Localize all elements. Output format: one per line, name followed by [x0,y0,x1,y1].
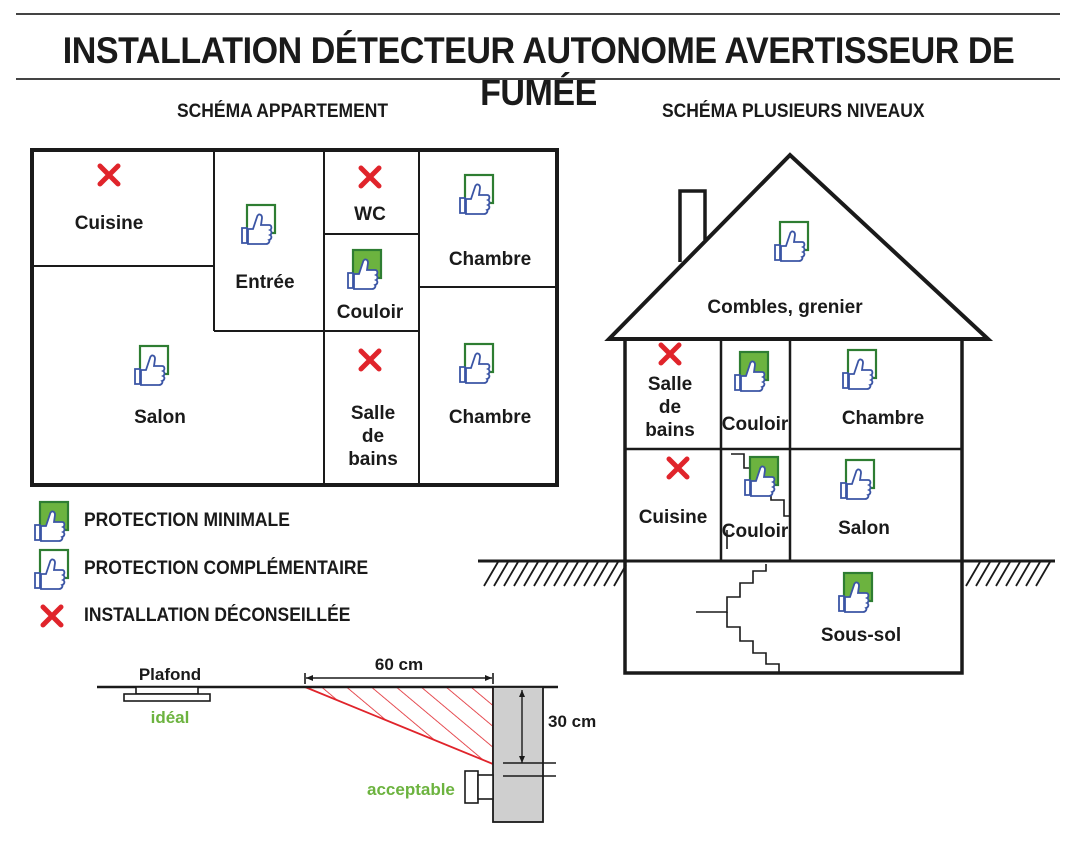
wc-cross-icon [361,168,379,186]
apt-room-chambre2: Chambre [449,407,531,428]
legend-complementaire: PROTECTION COMPLÉMENTAIRE [30,548,393,590]
apt-room-chambre1: Chambre [449,249,531,270]
ideal-label: idéal [151,708,190,727]
house-room-chambre: Chambre [842,408,924,429]
ceiling-diagram [97,673,558,823]
apt-room-sdb-line3: bains [348,449,398,470]
house-room-couloir-top: Couloir [722,414,789,435]
house-couloir-mid-minimal-icon [745,457,778,496]
house-chambre-detector-icon [843,350,876,389]
sdb-cross-icon [361,351,379,369]
top-rule [16,13,1060,15]
apt-room-couloir: Couloir [337,302,404,323]
house-soussol-minimal-icon [839,573,872,612]
apt-room-cuisine: Cuisine [75,213,144,234]
apartment-plan [30,148,559,487]
house-couloir-top-minimal-icon [735,352,768,391]
entree-detector-icon [242,205,275,244]
legend-minimal-label: PROTECTION MINIMALE [84,510,290,531]
apt-room-wc: WC [354,204,386,225]
house-salon-detector-icon [841,460,874,499]
dist-60cm-label: 60 cm [375,655,423,674]
combles-detector-icon [775,222,808,261]
apt-room-sdb-line1: Salle [351,403,395,424]
house-room-cuisine: Cuisine [639,507,708,528]
legend-complementaire-label: PROTECTION COMPLÉMENTAIRE [84,558,369,579]
couloir-minimal-detector-icon [348,250,381,289]
apt-room-entree: Entrée [235,272,294,293]
house-room-sdb-line1: Salle [648,374,692,395]
plafond-label: Plafond [139,665,201,684]
house-room-sdb-line2: de [659,397,681,418]
apt-room-salon: Salon [134,407,186,428]
minimal-protection-icon [30,500,72,542]
title-rule [16,78,1060,80]
house-room-combles: Combles, grenier [707,297,863,318]
house-cuisine-cross-icon [669,459,687,477]
house-room-soussol: Sous-sol [821,625,901,646]
salon-detector-icon [135,346,168,385]
apt-room-sdb-line2: de [362,426,384,447]
cross-icon [30,598,72,634]
dist-30cm-label: 30 cm [548,712,596,731]
legend-deconseille: INSTALLATION DÉCONSEILLÉE [30,598,374,634]
chambre2-detector-icon [460,344,493,383]
complementary-protection-icon [30,548,72,590]
legend-deconseille-label: INSTALLATION DÉCONSEILLÉE [84,605,351,626]
house-sdb-cross-icon [661,345,679,363]
apartment-heading: SCHÉMA APPARTEMENT [177,101,389,122]
house-room-couloir-mid: Couloir [722,521,789,542]
legend-minimal: PROTECTION MINIMALE [30,500,308,542]
house-heading: SCHÉMA PLUSIEURS NIVEAUX [662,101,925,122]
cuisine-cross-icon [100,166,118,184]
house-room-sdb-line3: bains [645,420,695,441]
acceptable-label: acceptable [367,780,455,799]
house-room-salon: Salon [838,518,890,539]
chambre1-detector-icon [460,175,493,214]
